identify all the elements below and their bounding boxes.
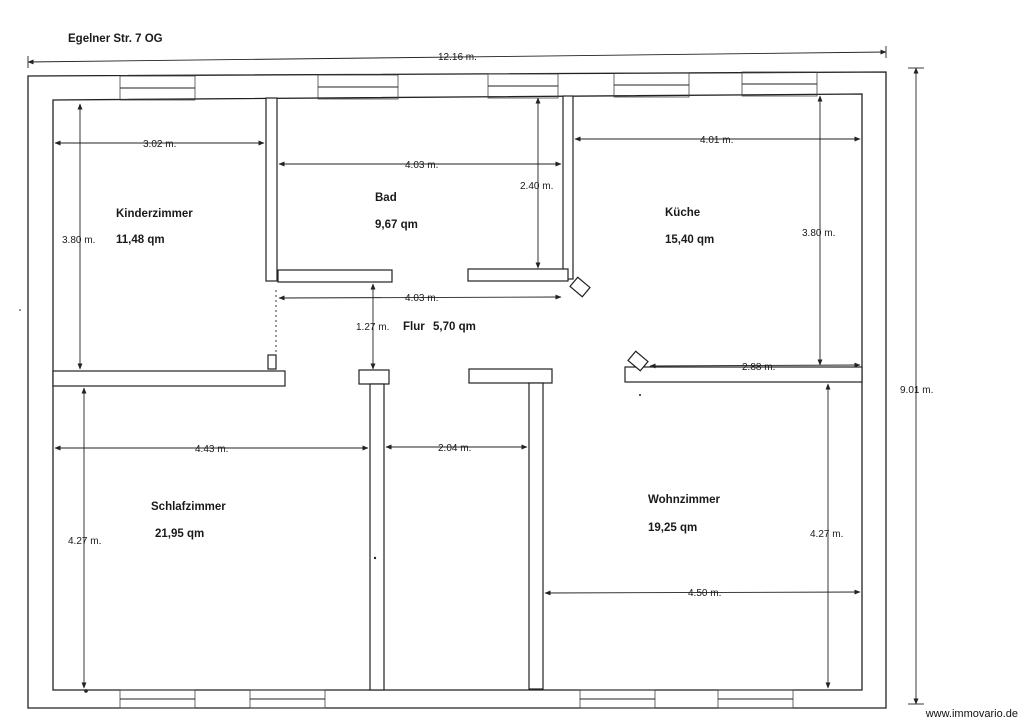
overall-width-label: 12.16 m. bbox=[438, 52, 477, 63]
kueche-name: Küche bbox=[665, 207, 700, 219]
windows-top bbox=[119, 71, 818, 101]
room-bad: 4.03 m. 2.40 m. 4.03 m. Bad 9,67 qm bbox=[278, 97, 562, 304]
kueche-top-width-label: 4.01 m. bbox=[700, 135, 733, 146]
schlafzimmer-name: Schlafzimmer bbox=[151, 501, 226, 513]
wohnzimmer-width-label: 4.50 m. bbox=[688, 588, 721, 599]
kueche-bottom-width-label: 2.88 m. bbox=[742, 362, 775, 373]
kinderzimmer-area: 11,48 qm bbox=[116, 234, 165, 246]
kinderzimmer-name: Kinderzimmer bbox=[116, 208, 193, 220]
kueche-height-label: 3.80 m. bbox=[802, 228, 835, 239]
windows-bottom bbox=[119, 689, 794, 709]
wohnzimmer-area: 19,25 qm bbox=[648, 522, 697, 534]
room-wohnzimmer: 4.50 m. 4.27 m. Wohnzimmer 19,25 qm bbox=[544, 383, 861, 689]
schlafzimmer-width-label: 4.43 m. bbox=[195, 444, 228, 455]
bad-name: Bad bbox=[375, 192, 397, 204]
flur-height-label: 1.27 m. bbox=[356, 322, 389, 333]
overall-height-label: 9.01 m. bbox=[900, 385, 933, 396]
flur-name: Flur bbox=[403, 321, 425, 333]
outer-walls bbox=[27, 71, 887, 709]
bad-area: 9,67 qm bbox=[375, 219, 418, 231]
room-kueche: 4.01 m. 3.80 m. 2.88 m. Küche 15,40 qm bbox=[574, 95, 861, 373]
schlafzimmer-area: 21,95 qm bbox=[155, 528, 204, 540]
kinderzimmer-height-label: 3.80 m. bbox=[62, 235, 95, 246]
kueche-area: 15,40 qm bbox=[665, 234, 714, 246]
bad-bottom-width-label: 4.03 m. bbox=[405, 293, 438, 304]
interior-walls bbox=[52, 95, 863, 691]
scan-specks bbox=[19, 309, 641, 693]
credit-watermark: www.immovario.de bbox=[925, 708, 1018, 720]
flur-width-label: 2.04 m. bbox=[438, 443, 471, 454]
overall-width-dimension: 12.16 m. bbox=[27, 46, 887, 68]
room-flur: 1.27 m. Flur 5,70 qm 2.04 m. bbox=[356, 283, 528, 454]
flur-area: 5,70 qm bbox=[433, 321, 476, 333]
bad-top-width-label: 4.03 m. bbox=[405, 160, 438, 171]
bad-height-label: 2.40 m. bbox=[520, 181, 553, 192]
overall-height-dimension: 9.01 m. bbox=[900, 67, 933, 705]
kinderzimmer-width-label: 3.02 m. bbox=[143, 139, 176, 150]
room-schlafzimmer: 4.43 m. 4.27 m. Schlafzimmer 21,95 qm bbox=[54, 387, 369, 689]
schlafzimmer-height-label: 4.27 m. bbox=[68, 536, 101, 547]
wohnzimmer-height-label: 4.27 m. bbox=[810, 529, 843, 540]
wohnzimmer-name: Wohnzimmer bbox=[648, 494, 721, 506]
plan-title: Egelner Str. 7 OG bbox=[68, 33, 163, 45]
room-kinderzimmer: 3.02 m. 3.80 m. Kinderzimmer 11,48 qm bbox=[54, 103, 265, 370]
